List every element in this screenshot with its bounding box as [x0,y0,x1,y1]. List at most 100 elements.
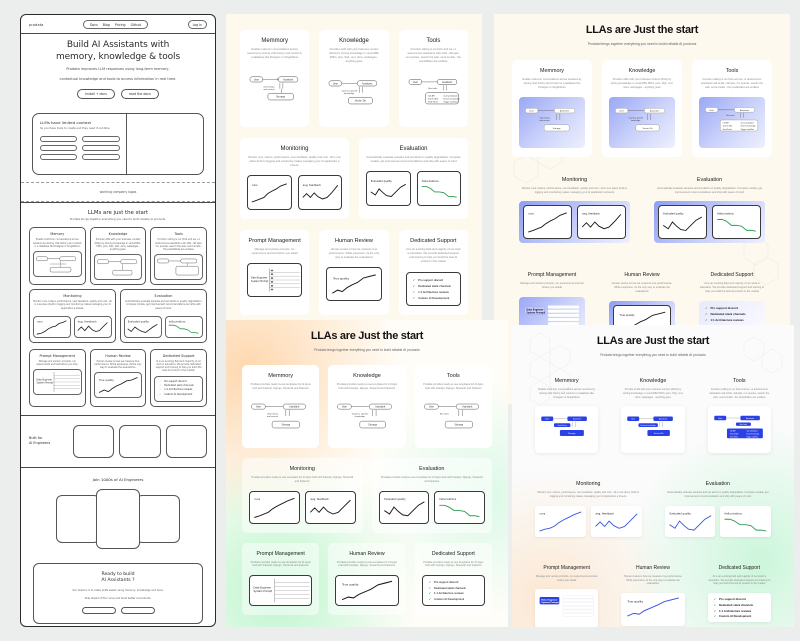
true-quality-sparkline: True quality [627,597,680,617]
card-body: Enable multi-turn conversations across s… [522,78,582,89]
variation-blue-accent-panel[interactable]: LLAs are Just the start Prodata brings t… [512,325,794,627]
support-item: Pro support discord [719,597,746,601]
card-body: Prodata provides ready-to-use templates … [423,383,484,390]
support-item: 1:1 Architecture reviews [710,318,744,323]
svg-text:User: User [718,417,722,420]
avg-feedback-sparkline: avg. feedback [301,183,338,200]
cta-primary-button[interactable] [81,606,116,614]
card-title: Tools [446,373,460,379]
support-item: Pro support discord [164,379,187,383]
knowledge-diagram-svg: User Assistant business specific knowled… [337,403,393,428]
hero-install-button[interactable]: Install + docs [77,89,115,100]
card-title: Monitoring [280,146,309,153]
svg-text:Assistant: Assistant [289,405,299,408]
placeholder-pill [40,145,78,152]
svg-text:Assistant: Assistant [283,79,293,82]
chart-hallucinations: hallucinations [165,315,203,338]
testimonial-card [136,494,180,543]
card-evaluation: Evaluation Prodata provides ready-to-use… [371,457,492,533]
svg-text:Trigger workflow: Trigger workflow [443,101,458,104]
card-title: Dedicated Support [410,238,457,245]
feature-body: Function calling is our forte and we +1 … [155,238,203,252]
svg-text:Send Email: Send Email [427,102,437,104]
svg-text:Assistant: Assistant [462,405,472,408]
card-prompt-management: Prompt Management Manage and version pro… [240,230,310,315]
svg-text:Evaluated quality: Evaluated quality [371,180,393,183]
support-item: 1:1 Architecture reviews [164,388,193,392]
nav-item-pricing[interactable]: Pricing [114,22,126,27]
card-title: Prompt Management [543,564,591,571]
card-title: Evaluation [705,481,730,488]
card-body: Function calling is our forte and we +1 … [701,78,763,89]
card-tools: Tools Function calling is our forte and … [398,30,468,128]
support-item: Custom AI Development [418,295,450,300]
wireframe-mockup-panel[interactable]: prodata Docs Blog Pricing Github Log In … [20,14,216,627]
feature-body: Manage and version prompts, run experime… [36,359,79,366]
memory-diagram-svg: User Assistant chat history Storage [541,416,587,437]
svg-text:business specific: business specific [342,90,358,92]
svg-text:knowledge: knowledge [355,416,366,418]
chart-hallucinations: hallucinations [434,490,485,524]
check-icon: ✓ [705,312,708,317]
support-item: Dedicated slack channels [164,383,194,387]
svg-text:chat history: chat history [267,412,279,415]
wireframe-join-section: Join 1000s of AI Engineers [21,468,215,559]
svg-text:Run tools: Run tools [727,114,735,117]
svg-text:Search knowledge: Search knowledge [741,124,756,127]
chart-hallucinations: Hallucinations [720,505,771,537]
built-for-card [73,424,115,458]
card-body: AI is an evolving field and majority of … [405,248,461,264]
svg-text:User: User [709,109,714,112]
variation-warm-gradient-panel[interactable]: LLAs are Just the start Prodata brings t… [226,320,508,627]
nav-item-blog[interactable]: Blog [102,22,110,27]
nav-item-docs[interactable]: Docs [89,22,98,27]
card-body: Provide LLMs with your business context … [622,388,684,399]
nav-item-github[interactable]: Github [130,22,142,27]
support-item: Custom AI Development [164,392,193,396]
feature-card-prompt-management: Prompt Management Manage and version pro… [29,348,86,407]
card-body: Provide LLMs with your business context … [329,48,379,64]
svg-text:Send Email: Send Email [730,437,738,439]
svg-text:Send Email: Send Email [723,128,733,130]
variation-cream-panel[interactable]: Memmory Enable multi-turn conversations … [226,14,482,389]
feature-body: AI is an evolving field and majority of … [155,359,202,373]
memory-diagram-svg: User Assistant chat history and context … [249,76,299,101]
chart-runs: runs [535,505,586,537]
brand-logo[interactable]: prodata [29,22,44,27]
support-checklist: ✓ Pro support discord ✓ Dedicated slack … [421,575,485,607]
card-title: Monitoring [561,176,588,183]
svg-text:Vector Db: Vector Db [355,100,367,103]
wireframe-features-section: LLMs are just the start Prodata brings t… [21,203,215,416]
cta-secondary-button[interactable] [120,606,155,614]
card-memory: Memmory Prodata provides ready-to-use te… [242,365,320,448]
tools-diagram-frame: User Assistant Run tools Call API Query … [699,96,765,148]
feature-title: Human Review [105,353,131,358]
chart-runs: runs [249,490,300,524]
login-button[interactable]: Log In [187,20,207,29]
check-icon: ✓ [412,277,416,282]
support-item: Pro support discord [418,277,444,282]
evaluated-quality-sparkline: Evaluated quality [383,498,425,516]
card-memory: Memmory Enable multi-turn conversations … [240,30,310,128]
feature-card-evaluation: Evaluation Automatically evaluate sample… [120,289,207,343]
chart-evaluated-quality: Evaluated quality [378,490,430,524]
card-human-review: Human Review Prodata provides ready-to-u… [328,542,406,616]
card-body: Function calling is our forte and we +1 … [709,388,770,399]
hero-subtitle-line1: Prodata improves LLM responses using lon… [66,67,170,72]
hallucinations-sparkline: Hallucinations [724,512,767,532]
nav-links[interactable]: Docs Blog Pricing Github [82,20,149,29]
card-title: Memmory [261,38,288,44]
support-item: Dedicated slack channels [719,602,754,607]
knowledge-diagram-frame: User Assistant business specific knowled… [609,96,675,148]
chart-true-quality: True quality [93,372,143,399]
hero-docs-button[interactable]: read the docs [120,89,159,100]
card-title: Human Review [335,238,373,245]
card-title: Memmory [268,373,294,379]
svg-text:Call API: Call API [427,95,434,98]
feature-title: Knowledge [108,232,128,237]
card-knowledge: Knowledge Provide LLMs with your busines… [319,30,389,128]
wireframe-navbar[interactable]: prodata Docs Blog Pricing Github Log In [21,15,215,34]
svg-text:Vector Db: Vector Db [654,432,664,435]
card-knowledge: Knowledge Provide LLMs with your busines… [602,60,682,157]
card-body: Prodata provides ready-to-use templates … [423,560,484,568]
